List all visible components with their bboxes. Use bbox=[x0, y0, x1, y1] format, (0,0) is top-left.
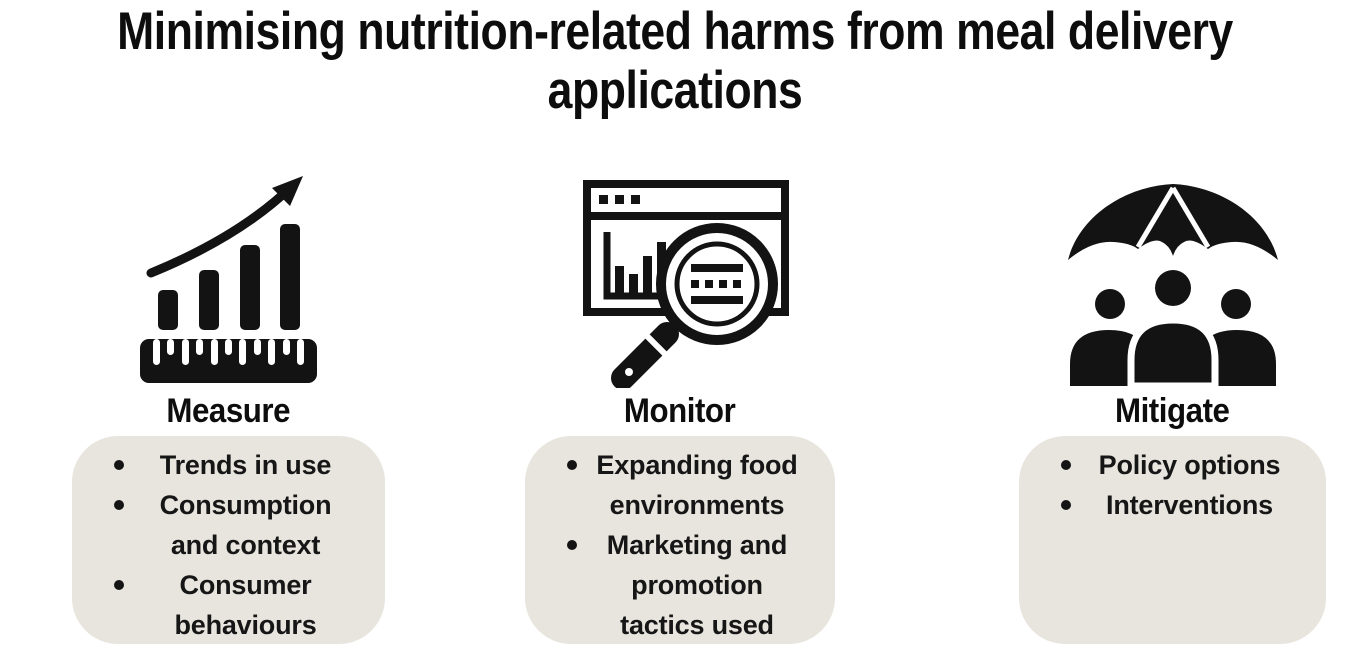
magnifier-analytics-icon bbox=[583, 180, 789, 388]
bullet-dot bbox=[1061, 460, 1071, 470]
bullet-dot bbox=[567, 540, 577, 550]
bullet-dot bbox=[114, 500, 124, 510]
mitigate-icon-area bbox=[1019, 160, 1326, 388]
bullet-dot bbox=[114, 460, 124, 470]
list-item-text: Policy options bbox=[1098, 450, 1281, 480]
list-item-text: tactics used bbox=[620, 610, 774, 640]
list-item: Trends in use bbox=[72, 445, 385, 485]
monitor-label: Monitor bbox=[624, 392, 736, 430]
list-item-text: environments bbox=[609, 490, 785, 520]
page-title: Minimising nutrition-related harms from … bbox=[108, 2, 1242, 120]
list-item: Consumer behaviours bbox=[72, 565, 385, 645]
list-item-text: Trends in use bbox=[159, 450, 332, 480]
bullet-dot bbox=[114, 580, 124, 590]
list-item-text: behaviours bbox=[174, 610, 317, 640]
growth-chart-ruler-icon bbox=[139, 176, 317, 383]
mitigate-card: Policy options Interventions bbox=[1019, 436, 1326, 644]
list-item-text: Expanding food bbox=[596, 450, 798, 480]
list-item-text: Consumer bbox=[179, 570, 312, 600]
monitor-card: Expanding food environments Marketing an… bbox=[525, 436, 835, 644]
bullet-dot bbox=[1061, 500, 1071, 510]
list-item-text: Consumption bbox=[159, 490, 332, 520]
umbrella-people-icon bbox=[1067, 184, 1278, 388]
list-item: Marketing and promotion tactics used bbox=[525, 525, 835, 645]
column-monitor: Monitor Expanding food environments Mark… bbox=[525, 160, 835, 644]
list-item-text: promotion bbox=[631, 570, 763, 600]
list-item-text: and context bbox=[170, 530, 321, 560]
list-item: Policy options bbox=[1019, 445, 1326, 485]
list-item: Interventions bbox=[1019, 485, 1326, 525]
list-item: Expanding food environments bbox=[525, 445, 835, 525]
list-item-text: Interventions bbox=[1106, 490, 1273, 520]
list-item-text: Marketing and bbox=[606, 530, 788, 560]
monitor-icon-area bbox=[525, 160, 835, 388]
measure-icon-area bbox=[72, 160, 385, 388]
title-line-1: Minimising nutrition-related harms from … bbox=[117, 2, 1233, 61]
measure-card: Trends in use Consumption and context Co… bbox=[72, 436, 385, 644]
mitigate-label: Mitigate bbox=[1115, 392, 1230, 430]
measure-label: Measure bbox=[166, 392, 291, 430]
list-item: Consumption and context bbox=[72, 485, 385, 565]
column-measure: Measure Trends in use Consumption and co… bbox=[72, 160, 385, 644]
column-mitigate: Mitigate Policy options Interventions bbox=[1019, 160, 1326, 644]
title-line-2: applications bbox=[547, 61, 803, 120]
bullet-dot bbox=[567, 460, 577, 470]
